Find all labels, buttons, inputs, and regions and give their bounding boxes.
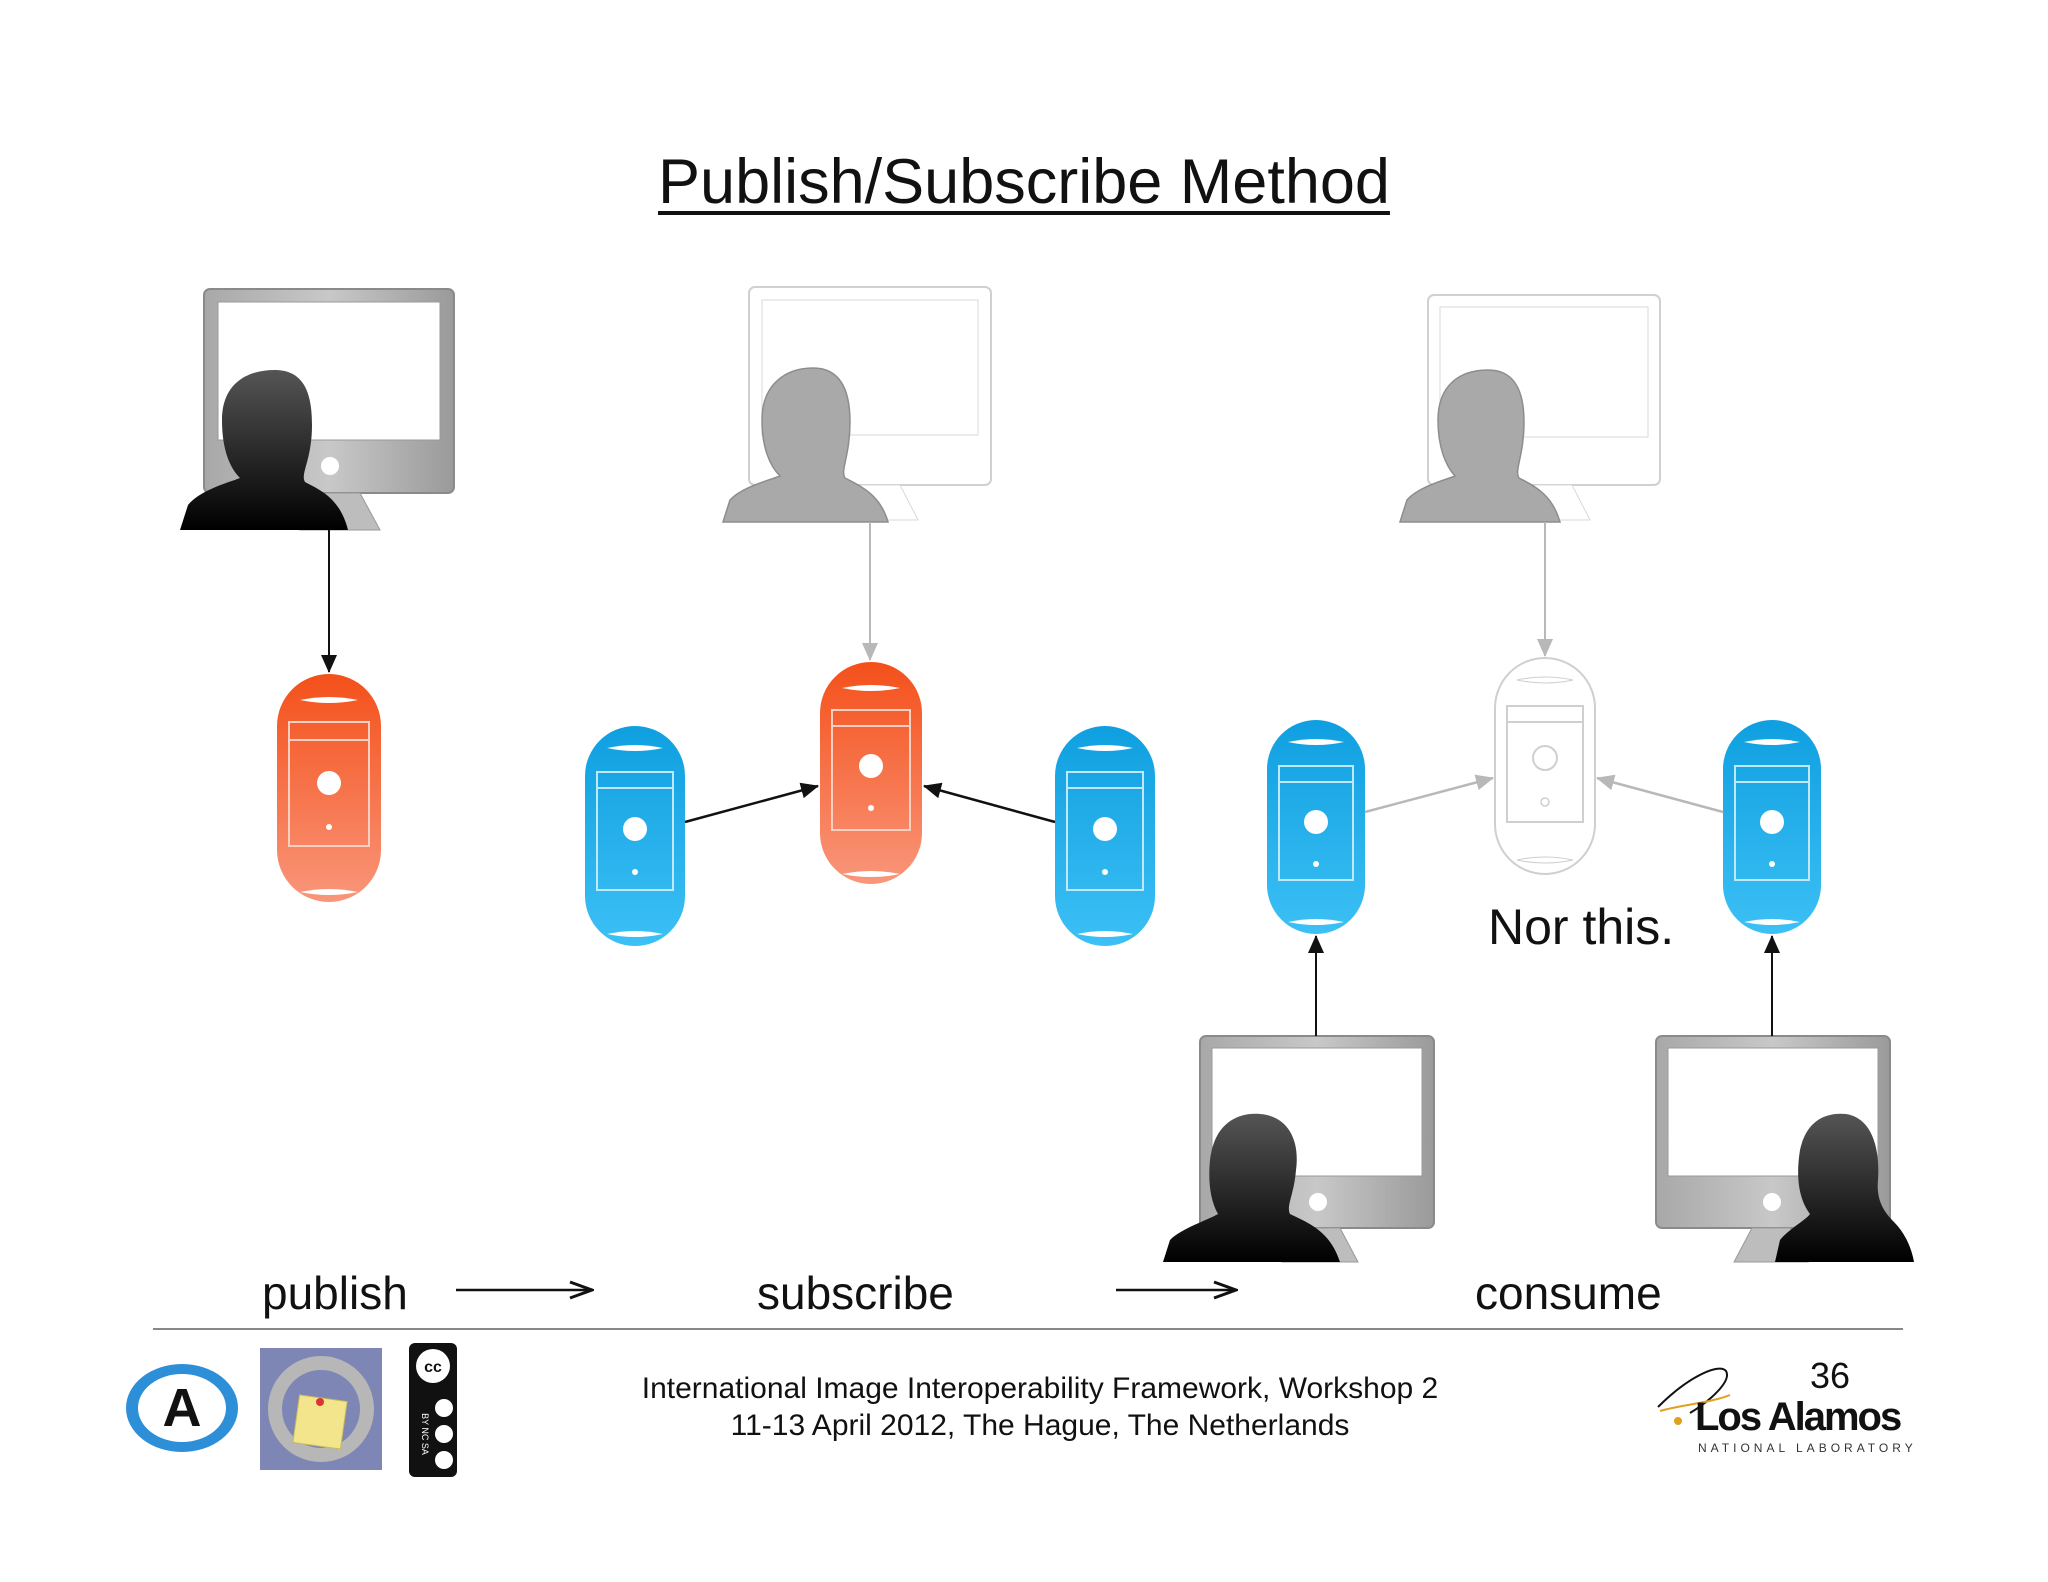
consumer-server-blue-right-icon xyxy=(1723,720,1821,934)
note-nor-this: Nor this. xyxy=(1488,899,1675,955)
svg-text:BY NC SA: BY NC SA xyxy=(420,1413,430,1455)
stage-label-consume: consume xyxy=(1475,1267,1662,1319)
arrow-harvest-right xyxy=(923,782,1056,824)
los-alamos-subtitle: NATIONAL LABORATORY xyxy=(1698,1441,1917,1455)
accessibility-logo-icon: A xyxy=(126,1364,238,1452)
creative-commons-badge-icon: cc BY NC SA xyxy=(409,1343,457,1477)
svg-text:A: A xyxy=(163,1378,202,1438)
footer-line-1: International Image Interoperability Fra… xyxy=(641,1372,1439,1405)
arrow-faded-left xyxy=(1364,774,1494,814)
stage-label-publish: publish xyxy=(262,1267,408,1319)
consumer-man-icon xyxy=(1163,1113,1340,1262)
footer-line-2: 11-13 April 2012, The Hague, The Netherl… xyxy=(730,1409,1350,1442)
source-server-blue-right-icon xyxy=(1055,726,1155,946)
publisher-server-orange-icon xyxy=(277,674,381,902)
svg-text:cc: cc xyxy=(424,1359,442,1376)
aggregator-server-orange-icon xyxy=(820,662,922,884)
footer-divider xyxy=(153,1328,1903,1330)
consumer-woman-icon xyxy=(1775,1113,1914,1262)
arrow-harvest-left xyxy=(684,782,819,824)
consumer-server-blue-left-icon xyxy=(1267,720,1365,934)
subscriber-person-faded-icon xyxy=(721,367,889,523)
slide-title: Publish/Subscribe Method xyxy=(658,147,1390,217)
page-number: 36 xyxy=(1810,1355,1851,1396)
consumer-person-faded-icon xyxy=(1398,369,1561,523)
los-alamos-name: Los Alamos xyxy=(1695,1395,1902,1439)
los-alamos-orbit-icon xyxy=(1657,1367,1731,1425)
footer-text: International Image Interoperability Fra… xyxy=(560,1370,1520,1444)
arrow-faded-right xyxy=(1596,774,1724,814)
aggregator-server-faded-icon xyxy=(1494,657,1596,875)
los-alamos-logo: Los Alamos NATIONAL LABORATORY xyxy=(1650,1355,1913,1455)
stage-label-subscribe: subscribe xyxy=(757,1267,954,1319)
publisher-person-icon xyxy=(180,370,348,530)
source-server-blue-left-icon xyxy=(585,726,685,946)
annotation-logo-icon xyxy=(260,1348,382,1470)
